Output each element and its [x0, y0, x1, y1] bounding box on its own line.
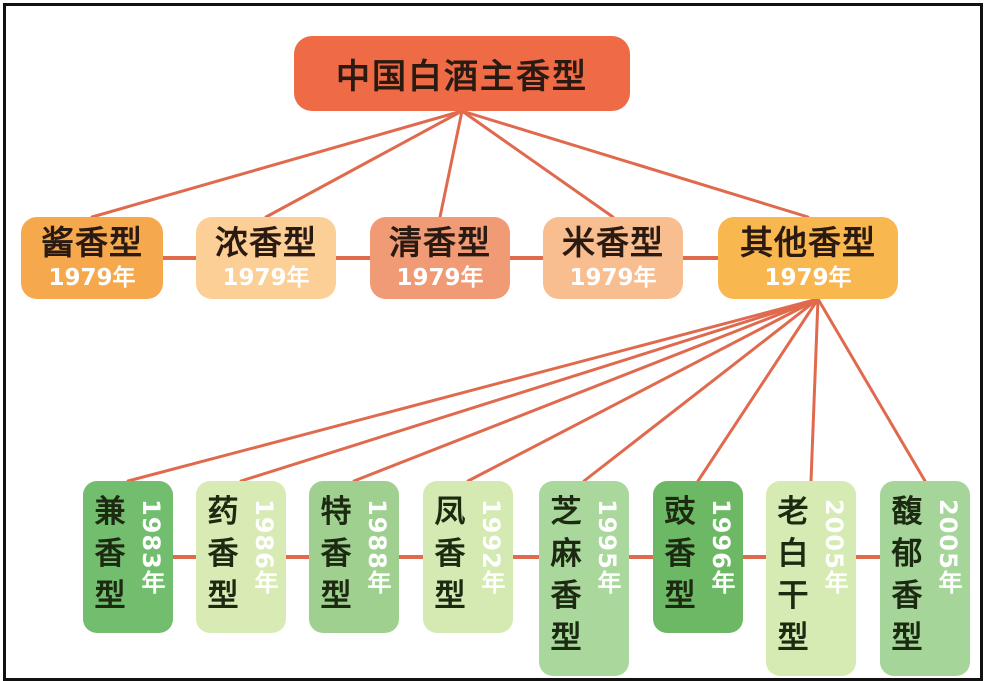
- subtype-year: 2005年: [820, 499, 848, 595]
- subtype-year: 1986年: [250, 499, 278, 595]
- category-node: 米香型 1979年: [543, 217, 683, 299]
- root-to-category-line: [460, 109, 615, 219]
- category-to-subtype-line: [466, 297, 820, 483]
- subtype-name: 芝麻香型: [550, 494, 582, 656]
- subtype-node: 凤香型 1992年: [423, 481, 513, 633]
- subtype-year: 1988年: [363, 499, 391, 595]
- root-to-category-line: [264, 109, 464, 219]
- category-node: 其他香型 1979年: [718, 217, 898, 299]
- subtype-node: 特香型 1988年: [309, 481, 399, 633]
- category-name: 酱香型: [41, 223, 143, 262]
- subtype-node: 药香型 1986年: [196, 481, 286, 633]
- category-to-subtype-line: [809, 297, 820, 483]
- category-year: 1979年: [48, 265, 136, 291]
- category-to-subtype-line: [696, 297, 820, 483]
- category-name: 米香型: [562, 223, 664, 262]
- subtype-node: 豉香型 1996年: [653, 481, 743, 633]
- category-node: 清香型 1979年: [370, 217, 510, 299]
- subtype-node: 老白干型 2005年: [766, 481, 856, 676]
- root-node: 中国白酒主香型: [294, 36, 630, 111]
- category-year: 1979年: [396, 265, 484, 291]
- category-to-subtype-line: [239, 297, 820, 483]
- category-name: 浓香型: [215, 223, 317, 262]
- root-to-category-line: [438, 109, 464, 219]
- category-year: 1979年: [569, 265, 657, 291]
- root-to-category-line: [90, 109, 464, 219]
- subtype-name: 凤香型: [434, 494, 466, 614]
- subtype-year: 1983年: [137, 499, 165, 595]
- subtype-year: 2005年: [934, 499, 962, 595]
- category-node: 酱香型 1979年: [21, 217, 163, 299]
- subtype-node: 芝麻香型 1995年: [539, 481, 629, 676]
- subtype-node: 馥郁香型 2005年: [880, 481, 970, 676]
- category-to-subtype-line: [816, 297, 927, 483]
- subtype-year: 1995年: [593, 499, 621, 595]
- category-to-subtype-line: [126, 297, 820, 483]
- subtype-name: 豉香型: [664, 494, 696, 614]
- subtype-name: 老白干型: [777, 494, 809, 656]
- diagram-frame: 中国白酒主香型 酱香型 1979年 浓香型 1979年 清香型 1979年 米香型 1979年…: [3, 3, 983, 681]
- category-year: 1979年: [764, 265, 852, 291]
- subtype-name: 馥郁香型: [891, 494, 923, 656]
- subtype-node: 兼香型 1983年: [83, 481, 173, 633]
- subtype-name: 药香型: [207, 494, 239, 614]
- root-title: 中国白酒主香型: [336, 57, 588, 97]
- subtype-name: 兼香型: [94, 494, 126, 614]
- subtype-year: 1992年: [477, 499, 505, 595]
- category-node: 浓香型 1979年: [196, 217, 336, 299]
- category-year: 1979年: [222, 265, 310, 291]
- category-to-subtype-line: [352, 297, 820, 483]
- subtype-year: 1996年: [707, 499, 735, 595]
- category-name: 清香型: [389, 223, 491, 262]
- subtype-name: 特香型: [320, 494, 352, 614]
- root-to-category-line: [460, 109, 810, 219]
- category-to-subtype-line: [582, 297, 820, 483]
- category-name: 其他香型: [740, 223, 876, 262]
